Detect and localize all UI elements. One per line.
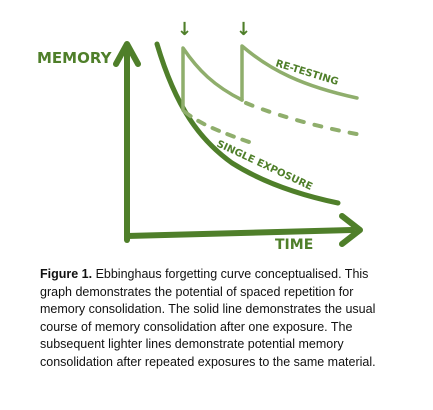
x-axis-arrowhead bbox=[339, 213, 363, 247]
reexposure-marker-2: ↓ bbox=[236, 19, 251, 40]
x-axis bbox=[124, 227, 355, 239]
single-exposure-series-label: SINGLE EXPOSURE bbox=[215, 139, 314, 193]
x-axis-label: TIME bbox=[275, 237, 313, 253]
single-exposure-curve bbox=[154, 41, 341, 206]
y-axis-arrowhead bbox=[113, 41, 141, 67]
retesting-curve-1 bbox=[181, 46, 244, 112]
y-axis-label: MEMORY bbox=[37, 49, 113, 67]
figure-caption-label: Figure 1. bbox=[40, 267, 93, 281]
retesting-decay-dashed-2 bbox=[244, 101, 364, 137]
reexposure-marker-1: ↓ bbox=[177, 19, 192, 40]
forgetting-curve-chart: ↓ ↓ MEMORY TIME RE-TESTING SINGLE EXPOSU… bbox=[37, 19, 364, 253]
figure-caption: Figure 1. Ebbinghaus forgetting curve co… bbox=[40, 266, 400, 372]
retesting-decay-dashed-1 bbox=[183, 110, 254, 145]
retesting-curve-2 bbox=[240, 44, 359, 102]
figure-caption-text: Ebbinghaus forgetting curve conceptualis… bbox=[40, 267, 376, 369]
